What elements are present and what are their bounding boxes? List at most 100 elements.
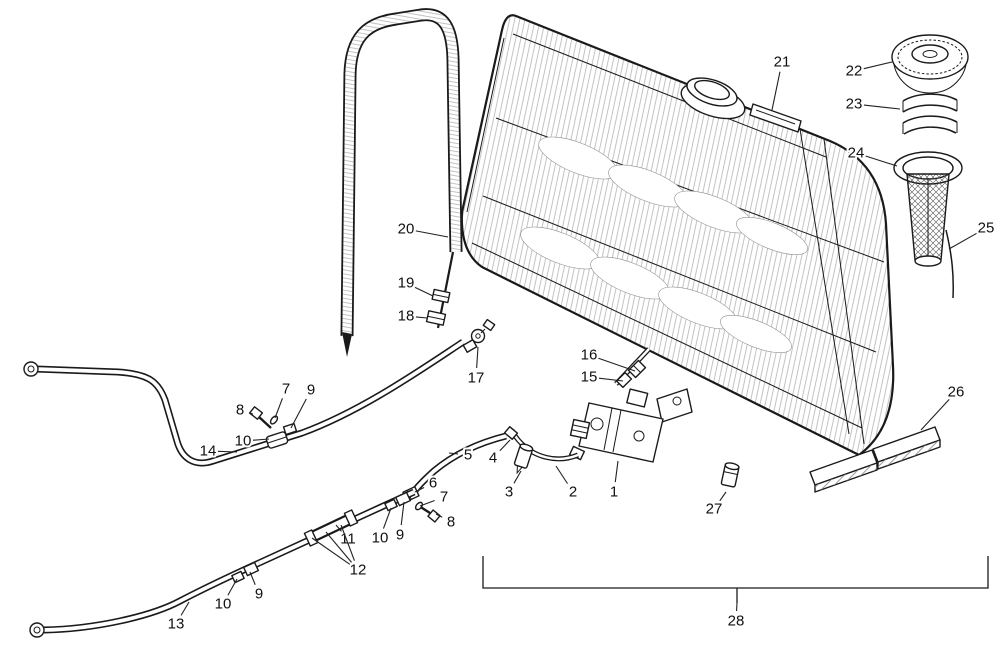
callout-10: 10	[372, 530, 389, 547]
callout-leader-15	[598, 377, 624, 382]
strainer-rod	[945, 229, 954, 299]
callout-leader-10	[252, 438, 270, 441]
callout-leader-12	[340, 524, 355, 561]
mounting-strap	[340, 8, 463, 357]
callout-7: 7	[440, 489, 448, 506]
pipe-clamp	[265, 431, 289, 449]
callout-12: 12	[350, 562, 367, 579]
hose-bolt-8	[427, 509, 441, 523]
callout-10: 10	[235, 433, 252, 450]
rear-sleeve-10	[231, 570, 245, 584]
callout-leader-9	[290, 398, 307, 429]
callout-leader-9	[249, 571, 256, 585]
assembly-bracket	[482, 556, 989, 603]
callout-14: 14	[200, 443, 217, 460]
callout-leader-14	[217, 450, 238, 453]
pipe-coupling-group	[257, 488, 416, 567]
callout-leader-12	[311, 537, 351, 565]
hose-washer-7	[414, 501, 424, 511]
callout-leader-10	[227, 578, 238, 596]
callout-9: 9	[255, 586, 263, 603]
callout-leader-12	[325, 531, 352, 563]
callout-leader-27	[719, 491, 727, 502]
callout-4: 4	[489, 450, 497, 467]
callout-10: 10	[215, 596, 232, 613]
support-bracket	[809, 426, 941, 493]
clamp-nut	[282, 422, 298, 436]
callout-8: 8	[236, 402, 244, 419]
strainer-basket	[906, 173, 954, 299]
callout-leader-24	[865, 155, 898, 167]
banjo-fitting	[462, 318, 496, 353]
pipe-ring-end	[29, 622, 45, 638]
tank-bracket	[749, 103, 802, 133]
callout-2: 2	[569, 484, 577, 501]
valve-lever	[656, 388, 693, 423]
callout-leader-9	[400, 501, 405, 526]
callout-leader-8	[435, 513, 443, 518]
callout-leader-22	[863, 61, 893, 70]
callout-15: 15	[581, 369, 598, 386]
callout-leader-13	[180, 601, 190, 616]
clamp-washer	[269, 415, 279, 425]
callout-leader-23	[863, 104, 901, 110]
callout-8: 8	[447, 514, 455, 531]
callout-21: 21	[774, 54, 791, 71]
callout-leader-17	[476, 346, 479, 369]
filler-cap	[891, 34, 969, 94]
callout-leader-6	[414, 486, 425, 493]
rear-nut-9	[242, 561, 260, 577]
coupling-nut-9	[394, 491, 412, 507]
callout-layer: 1234567788999101010111213141516171819202…	[166, 52, 997, 635]
front-fuel-pipe	[23, 339, 465, 467]
callout-leader-7	[274, 398, 283, 419]
strap-nut-19	[431, 288, 451, 304]
callout-20: 20	[398, 221, 415, 238]
callout-13: 13	[168, 616, 185, 633]
valve-outlet-hex	[569, 418, 591, 440]
fuel-valve-assembly	[503, 388, 693, 475]
cap-spring	[902, 93, 958, 135]
sensor-3	[513, 443, 534, 475]
callout-24: 24	[848, 145, 865, 162]
callout-leader-18	[415, 316, 428, 319]
callout-23: 23	[846, 96, 863, 113]
fuel-outlet-stub	[614, 347, 651, 389]
callout-9: 9	[396, 527, 404, 544]
callout-leader-11	[335, 524, 342, 532]
valve-inlet	[626, 388, 649, 408]
callout-6: 6	[429, 475, 437, 492]
callout-22: 22	[846, 63, 863, 80]
callout-leader-7	[419, 499, 435, 507]
callout-leader-3	[513, 470, 522, 484]
strap-nut-18	[425, 310, 447, 326]
callout-19: 19	[398, 275, 415, 292]
callout-leader-19	[414, 286, 434, 297]
callout-leader-1	[614, 460, 619, 483]
callout-26: 26	[948, 384, 965, 401]
callout-leader-5	[448, 452, 459, 455]
callout-leader-25	[948, 232, 978, 250]
callout-leader-2	[555, 465, 568, 484]
callout-5: 5	[464, 447, 472, 464]
callout-leader-4	[499, 439, 511, 452]
callout-3: 3	[505, 484, 513, 501]
elbow-nut-4	[503, 426, 519, 440]
pipe-ring-end	[23, 361, 39, 377]
callout-leader-26	[920, 398, 950, 431]
coupling-sleeve-10	[384, 498, 398, 512]
callout-leader-21	[771, 71, 781, 111]
drain-plug	[720, 462, 740, 488]
fuel-tank	[460, 14, 895, 457]
strap-tip	[342, 332, 352, 357]
callout-leader-20	[415, 230, 449, 238]
pipe-clamp-group	[248, 406, 298, 449]
filler-neck	[680, 77, 746, 120]
callout-16: 16	[581, 347, 598, 364]
callout-9: 9	[307, 382, 315, 399]
callout-leader-8	[249, 412, 254, 415]
callout-7: 7	[282, 381, 290, 398]
callout-18: 18	[398, 308, 415, 325]
